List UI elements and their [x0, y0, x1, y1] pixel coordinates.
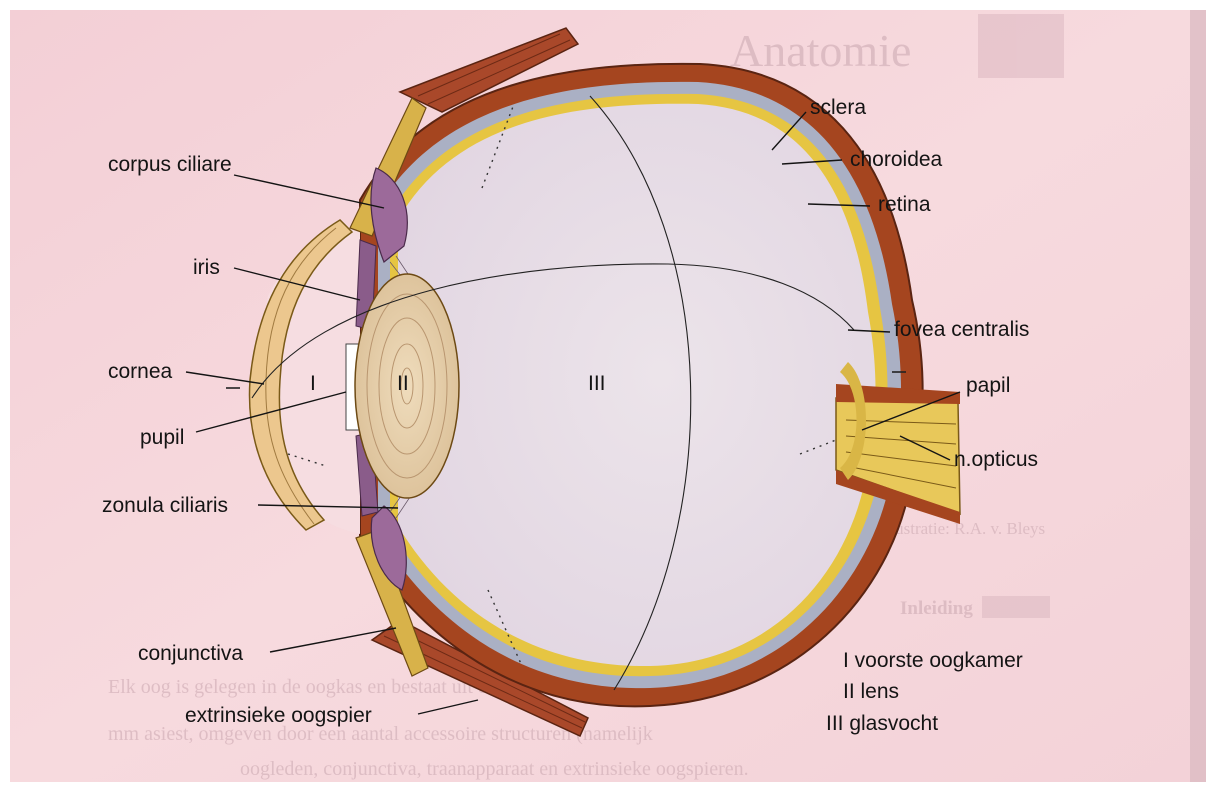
show-through-heading: Anatomie	[730, 25, 911, 76]
label-retina: retina	[878, 193, 931, 216]
label-conjunctiva: conjunctiva	[138, 642, 243, 665]
label-extrinsieke-oogspier: extrinsieke oogspier	[185, 704, 372, 727]
show-through-section: Inleiding	[900, 598, 973, 619]
show-through-section-box	[982, 596, 1050, 618]
legend-item-1: I voorste oogkamer	[843, 649, 1023, 672]
show-through-credit: Illustratie: R.A. v. Bleys	[880, 519, 1045, 538]
numeral-II: II	[397, 372, 409, 395]
label-fovea-centralis: fovea centralis	[894, 318, 1029, 341]
legend-item-3: III glasvocht	[826, 712, 938, 735]
label-n-opticus: n.opticus	[954, 448, 1038, 471]
label-pupil: pupil	[140, 426, 184, 449]
label-sclera: sclera	[810, 96, 866, 119]
label-zonula-ciliaris: zonula ciliaris	[102, 494, 228, 517]
show-through-box	[978, 14, 1064, 78]
show-through-line-3: oogleden, conjunctiva, traanapparaat en …	[240, 758, 749, 780]
numeral-I: I	[310, 372, 316, 395]
numeral-III: III	[588, 372, 606, 395]
label-choroidea: choroidea	[850, 148, 943, 171]
label-corpus-ciliare: corpus ciliare	[108, 153, 232, 176]
label-papil: papil	[966, 374, 1010, 397]
book-gutter-shadow	[1190, 10, 1206, 782]
label-iris: iris	[193, 256, 220, 279]
label-cornea: cornea	[108, 360, 173, 383]
legend-item-2: II lens	[843, 680, 899, 703]
vitreous-body	[398, 104, 876, 666]
